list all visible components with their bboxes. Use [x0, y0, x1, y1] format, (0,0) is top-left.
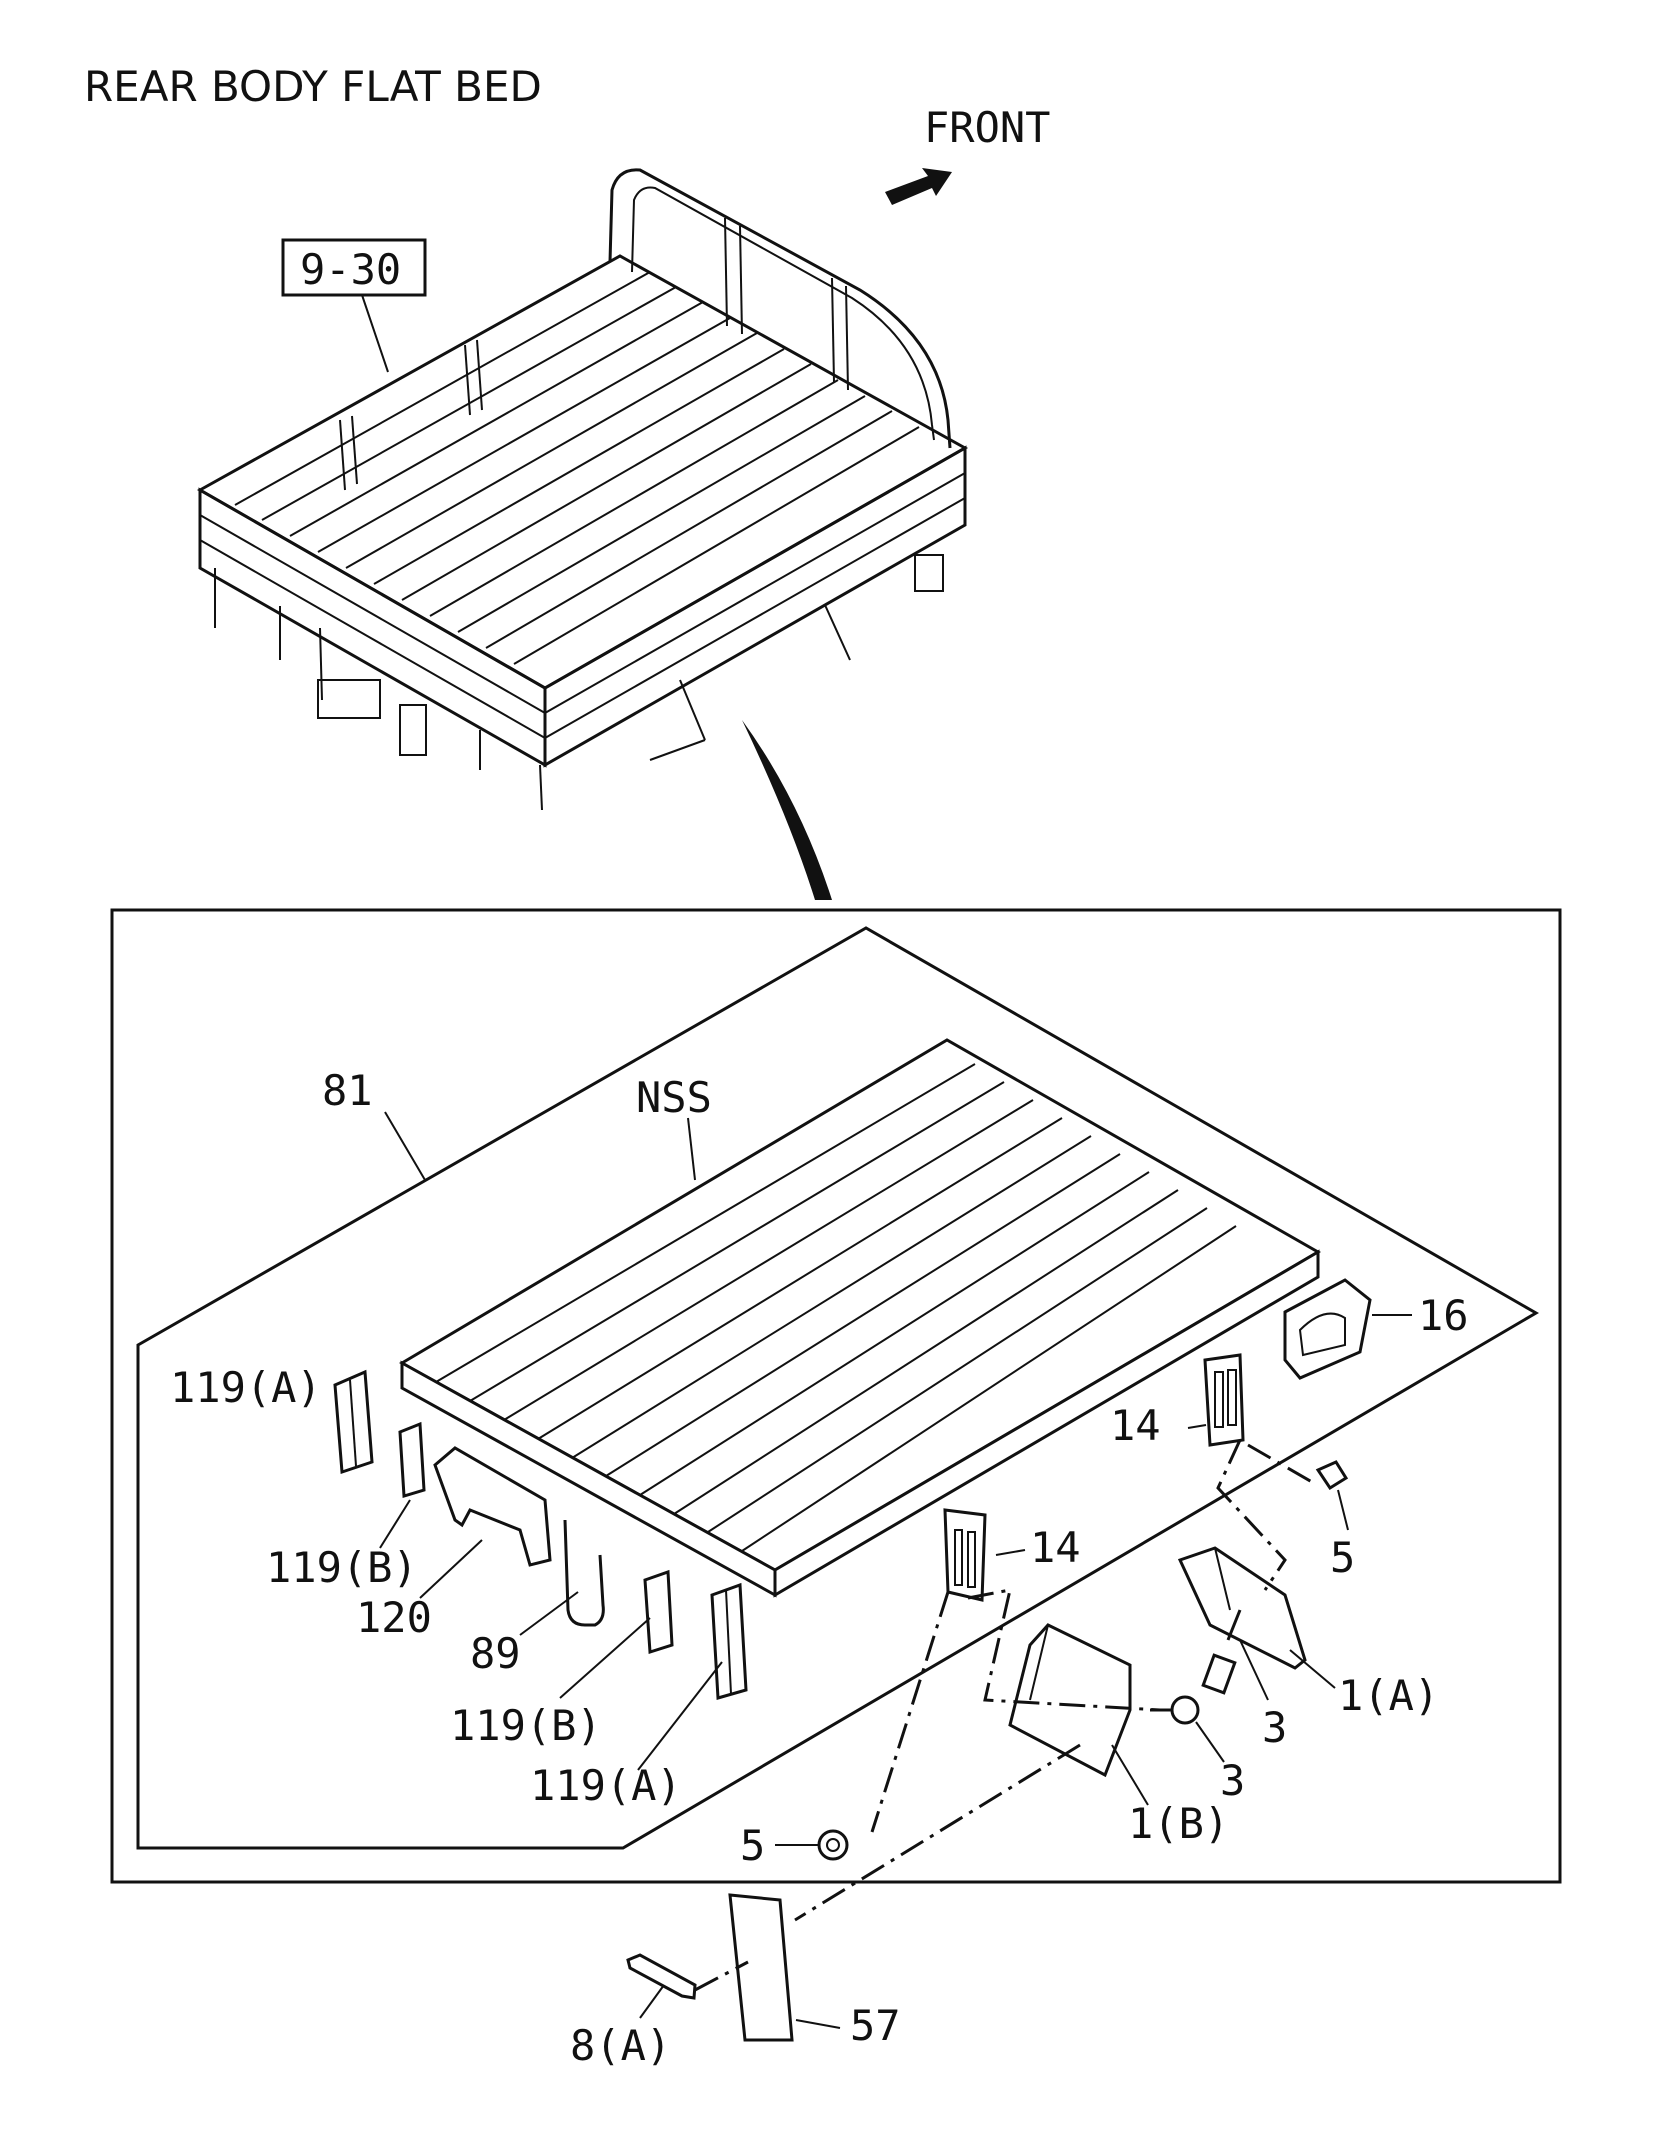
reference-box: 9-30	[281, 238, 427, 373]
part-120	[433, 1446, 552, 1567]
part-8a	[626, 1953, 697, 2000]
callout-14-upper: 14	[1110, 1401, 1161, 1450]
front-arrow-icon	[885, 168, 952, 205]
part-1a-bracket	[1177, 1546, 1307, 1670]
callout-5-upper: 5	[1330, 1533, 1355, 1582]
front-label: FRONT	[924, 103, 1050, 152]
leader-lines	[379, 1111, 1349, 2029]
nut-5-lower	[817, 1829, 849, 1861]
callout-14-lower: 14	[1030, 1523, 1081, 1572]
part-57	[728, 1893, 794, 2042]
part-119b-left	[398, 1421, 426, 1498]
part-1b-bracket	[1008, 1623, 1132, 1778]
truck-flat-bed-illustration	[196, 168, 969, 811]
bolt-3-upper	[1201, 1609, 1242, 1695]
callout-119b-right: 119(B)	[450, 1701, 602, 1750]
part-119b-right	[643, 1569, 674, 1655]
part-89	[563, 1519, 605, 1627]
callout-1a: 1(A)	[1338, 1671, 1439, 1720]
front-direction-indicator: FRONT	[885, 103, 1050, 205]
part-14-upper	[1203, 1353, 1245, 1447]
callout-120: 120	[356, 1593, 432, 1642]
detail-pointer-arrow	[742, 720, 832, 900]
platform-deck	[398, 1038, 1321, 1598]
nut-5-upper	[1315, 1460, 1349, 1491]
assembly-81-boundary	[136, 926, 1539, 1850]
assembly-dash-lines	[694, 1439, 1313, 1992]
part-119a-left	[333, 1369, 374, 1475]
callout-89: 89	[470, 1629, 521, 1678]
reference-box-label: 9-30	[300, 245, 401, 294]
callout-8a: 8(A)	[570, 2021, 671, 2070]
part-119a-right	[710, 1582, 748, 1700]
callout-3-lower: 3	[1220, 1756, 1245, 1805]
callout-nss: NSS	[636, 1073, 712, 1122]
callout-3-upper: 3	[1262, 1703, 1287, 1752]
callout-119b-left: 119(B)	[266, 1543, 418, 1592]
exploded-view-frame	[110, 908, 1562, 1884]
callout-119a-left: 119(A)	[170, 1363, 322, 1412]
callout-119a-right: 119(A)	[530, 1761, 682, 1810]
part-14-lower	[943, 1508, 987, 1602]
callout-16: 16	[1418, 1291, 1469, 1340]
diagram-title: REAR BODY FLAT BED	[84, 62, 542, 111]
part-16	[1283, 1278, 1412, 1380]
callout-81: 81	[322, 1066, 373, 1115]
callout-labels: 81 NSS 16 14 5 14 1(A) 3 3 1(B) 5 119(A)…	[170, 1066, 1469, 2070]
callout-57: 57	[850, 2001, 901, 2050]
callout-5-lower: 5	[740, 1821, 765, 1870]
callout-1b: 1(B)	[1128, 1799, 1229, 1848]
